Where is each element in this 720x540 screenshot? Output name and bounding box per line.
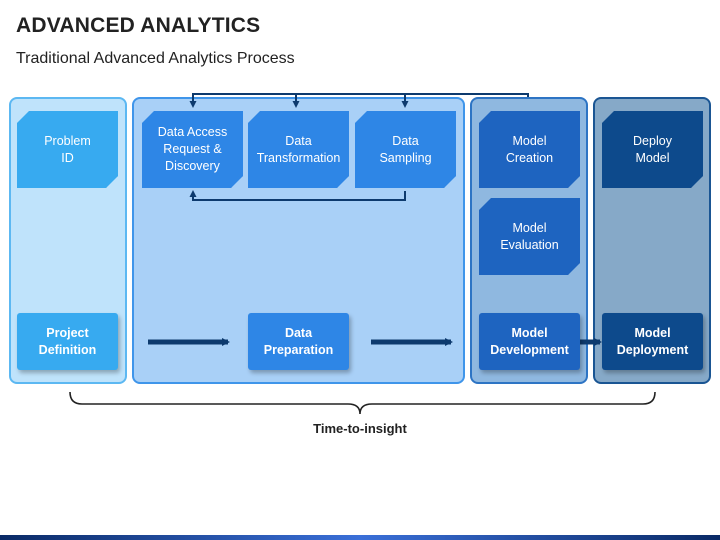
deploy-model-box: Deploy Model — [602, 111, 703, 188]
model-creation-label: Model Creation — [505, 133, 554, 165]
data-access-label: Data Access Request & Discovery — [157, 125, 228, 173]
deploy-model-label: Deploy Model — [633, 133, 672, 165]
time-to-insight-brace — [69, 391, 656, 415]
bottom-accent-bar — [0, 535, 720, 540]
data-sampling-box: Data Sampling — [355, 111, 456, 188]
model-creation-box: Model Creation — [479, 111, 580, 188]
time-to-insight-label: Time-to-insight — [313, 421, 407, 436]
data-preparation-box: Data Preparation — [248, 313, 349, 370]
data-preparation-label: Data Preparation — [263, 325, 334, 357]
project-definition-box: Project Definition — [17, 313, 118, 370]
data-access-box: Data Access Request & Discovery — [142, 111, 243, 188]
model-evaluation-label: Model Evaluation — [500, 220, 559, 252]
model-deployment-label: Model Deployment — [616, 325, 689, 357]
problem-id-box: Problem ID — [17, 111, 118, 188]
model-deployment-box: Model Deployment — [602, 313, 703, 370]
data-transformation-label: Data Transformation — [256, 133, 341, 165]
problem-id-label: Problem ID — [44, 133, 91, 165]
model-development-box: Model Development — [479, 313, 580, 370]
data-transformation-box: Data Transformation — [248, 111, 349, 188]
page-subtitle: Traditional Advanced Analytics Process — [16, 50, 295, 67]
model-evaluation-box: Model Evaluation — [479, 198, 580, 275]
bottom-loop-connector — [189, 190, 406, 201]
data-sampling-label: Data Sampling — [379, 133, 432, 165]
page-title: ADVANCED ANALYTICS — [16, 14, 261, 37]
model-development-label: Model Development — [490, 325, 569, 357]
top-loop-connector — [189, 93, 529, 108]
project-definition-label: Project Definition — [38, 325, 97, 357]
